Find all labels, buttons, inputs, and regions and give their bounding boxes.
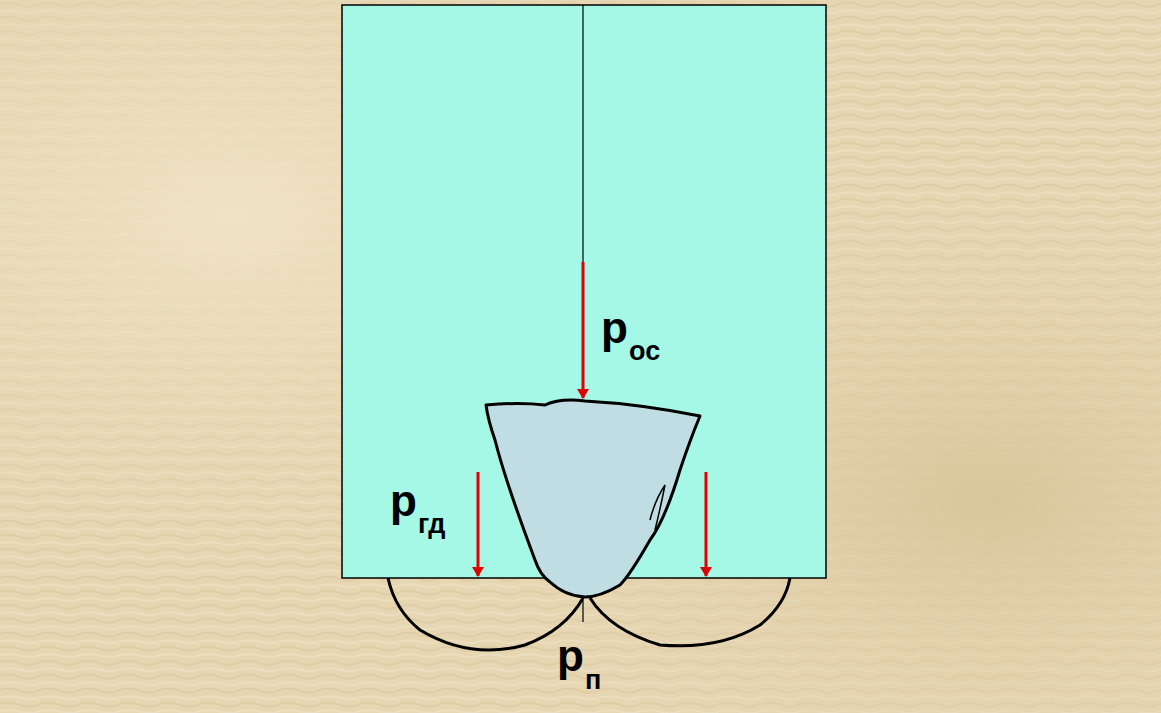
pressure-subscript: п [585, 667, 601, 694]
particle [486, 400, 700, 597]
axis-line [582, 5, 583, 262]
pressure-symbol: p [390, 479, 417, 523]
pressure-symbol: p [557, 634, 584, 678]
pressure-lobe [590, 578, 790, 646]
force-arrow [477, 472, 480, 576]
pressure-subscript: гд [418, 511, 445, 538]
pressure-lobe [388, 578, 583, 650]
pressure-symbol: p [601, 306, 628, 350]
force-arrow [582, 262, 585, 398]
force-arrow [705, 472, 708, 576]
pressure-subscript: ос [629, 338, 660, 365]
axis-line [582, 600, 583, 622]
particle-crack [650, 485, 665, 530]
